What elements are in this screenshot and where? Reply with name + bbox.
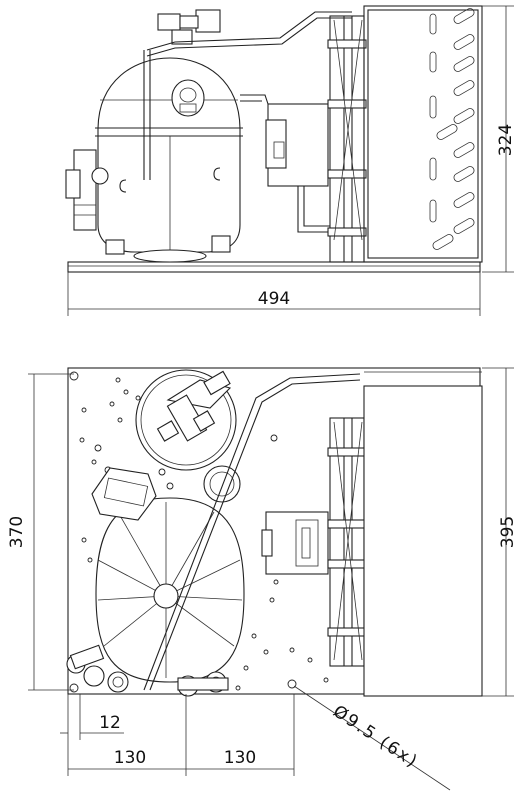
hole-callout: Ø9.5 (6x) xyxy=(293,685,451,791)
compressor-side xyxy=(95,57,243,263)
compressor-feet-top xyxy=(66,644,229,697)
edge-offset-label: 12 xyxy=(99,713,121,733)
side-base-plate xyxy=(67,261,481,273)
hole-spacing-2-label: 130 xyxy=(224,748,256,768)
suction-tube-top xyxy=(143,373,361,691)
hole-spacing-1-label: 130 xyxy=(114,748,146,768)
service-valve xyxy=(65,149,109,231)
condenser-top xyxy=(363,385,483,697)
depth-label: 370 xyxy=(7,516,27,548)
hole-spacing-dimensions: 12 130 130 xyxy=(60,694,295,776)
receiver-top xyxy=(135,369,237,471)
overall-depth-label: 395 xyxy=(498,516,518,548)
condenser-side xyxy=(363,5,483,263)
hole-note-label: Ø9.5 (6x) xyxy=(329,702,422,773)
top-view: 370 395 12 130 130 Ø9.5 (6x) xyxy=(7,367,518,791)
width-label: 494 xyxy=(258,289,290,309)
discharge-tubing xyxy=(143,9,352,180)
height-label: 324 xyxy=(496,124,516,156)
overall-depth-dimension: 395 xyxy=(482,367,518,697)
height-dimension: 324 xyxy=(482,5,516,273)
fan-guard-top xyxy=(327,417,367,667)
depth-dimension: 370 xyxy=(7,373,74,691)
fan-guard-side xyxy=(327,15,367,263)
fan-motor-top xyxy=(261,511,329,575)
width-dimension: 494 xyxy=(67,272,481,316)
fan-motor-side xyxy=(265,103,330,233)
side-view: 324 494 xyxy=(65,5,516,316)
